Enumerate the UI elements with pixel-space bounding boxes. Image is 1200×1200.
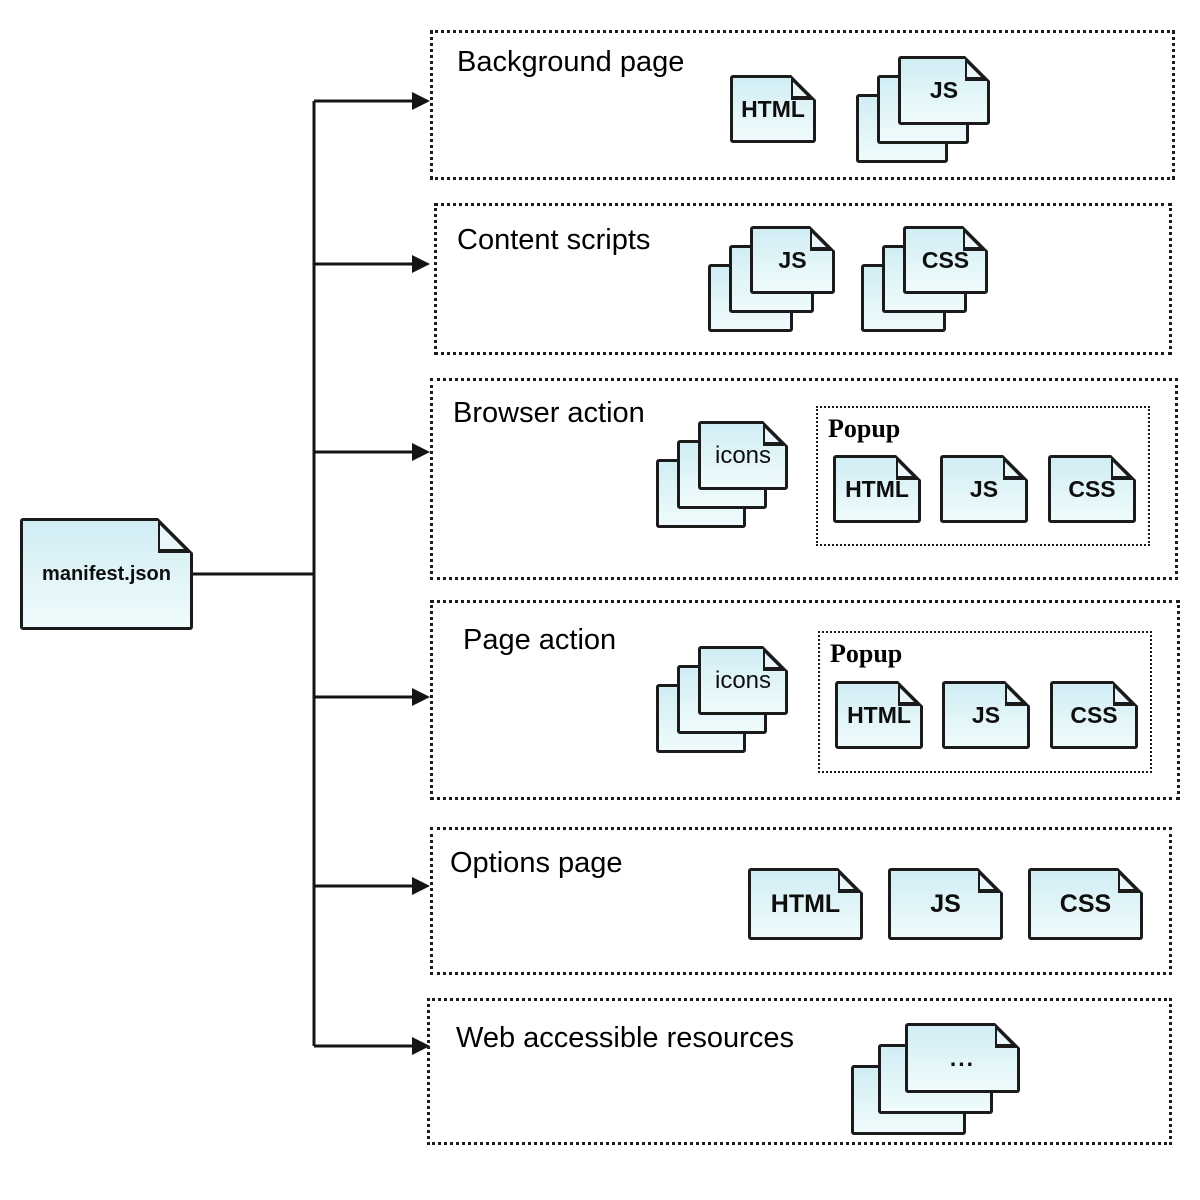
section-title: Content scripts [457,224,651,256]
section-web-accessible-resources: Web accessible resources ... [427,998,1172,1145]
dog-ear-fold-icon [1111,455,1136,480]
arrowhead-icon [412,443,430,461]
css-file-icon: CSS [1028,868,1143,940]
ellipsis-file-stack-icon: ... [851,1023,1020,1135]
section-title: Background page [457,46,685,78]
stack-page-front: ... [905,1023,1020,1093]
dog-ear-fold-icon [1003,455,1028,480]
dog-ear-fold-icon [810,226,835,251]
dog-ear-fold-icon [1005,681,1030,706]
js-file-stack-icon: JS [708,226,835,332]
section-title: Web accessible resources [456,1022,794,1054]
popup-box: Popup HTML JS CSS [816,406,1150,546]
arrowhead-icon [412,92,430,110]
dog-ear-fold-icon [898,681,923,706]
section-title: Options page [450,847,623,879]
section-background-page: Background page HTML JS [430,30,1175,180]
dog-ear-fold-icon [995,1023,1020,1048]
section-browser-action: Browser action icons Popup HTML JS CSS [430,378,1178,580]
manifest-label: manifest.json [42,562,171,585]
arrowhead-icon [412,255,430,273]
arrowhead-icon [412,1037,430,1055]
stack-page-front: icons [698,421,788,490]
icons-file-stack-icon: icons [656,646,788,753]
html-file-icon: HTML [835,681,923,749]
icons-file-stack-icon: icons [656,421,788,528]
dog-ear-fold-icon [763,421,788,446]
popup-box: Popup HTML JS CSS [818,631,1152,773]
css-file-icon: CSS [1050,681,1138,749]
manifest-file-icon: manifest.json [20,518,193,630]
section-options-page: Options page HTML JS CSS [430,827,1172,975]
section-page-action: Page action icons Popup HTML JS CSS [430,600,1180,800]
html-file-icon: HTML [748,868,863,940]
dog-ear-fold-icon [763,646,788,671]
popup-title: Popup [830,639,903,668]
arrowhead-icon [412,688,430,706]
section-content-scripts: Content scripts JS CSS [434,203,1172,355]
css-file-icon: CSS [1048,455,1136,523]
stack-page-front: JS [898,56,990,125]
js-file-icon: JS [888,868,1003,940]
dog-ear-fold-icon [978,868,1003,893]
html-file-icon: HTML [730,75,816,143]
popup-title: Popup [828,414,901,443]
dog-ear-fold-icon [1113,681,1138,706]
dog-ear-fold-icon [838,868,863,893]
html-file-icon: HTML [833,455,921,523]
stack-page-front: CSS [903,226,988,294]
section-title: Page action [463,624,617,656]
dog-ear-fold-icon [963,226,988,251]
dog-ear-fold-icon [965,56,990,81]
dog-ear-fold-icon [896,455,921,480]
stack-page-front: icons [698,646,788,715]
dog-ear-fold-icon [1118,868,1143,893]
js-file-stack-icon: JS [856,56,990,163]
css-file-stack-icon: CSS [861,226,988,332]
js-file-icon: JS [942,681,1030,749]
stack-page-front: JS [750,226,835,294]
section-title: Browser action [453,397,645,429]
arrowhead-icon [412,877,430,895]
js-file-icon: JS [940,455,1028,523]
dog-ear-fold-icon [158,518,193,553]
dog-ear-fold-icon [791,75,816,100]
